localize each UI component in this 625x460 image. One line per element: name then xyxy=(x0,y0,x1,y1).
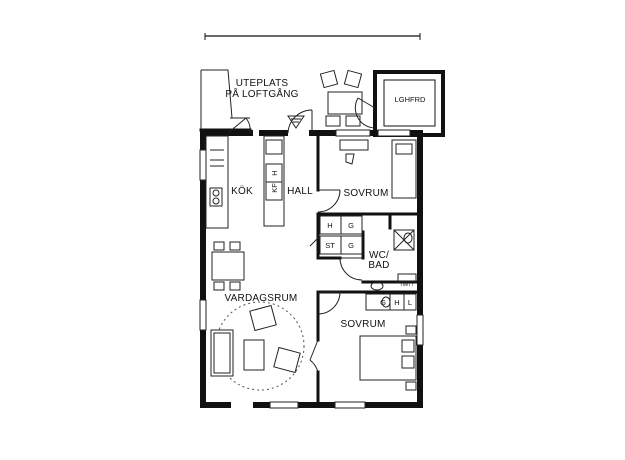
entrance-door xyxy=(227,117,251,134)
closet-st-label: ST xyxy=(325,241,335,250)
uteplats-label: UTEPLATS xyxy=(236,78,289,89)
closet-h-label: H xyxy=(327,221,332,230)
patio-furniture xyxy=(319,69,363,127)
closet-g2-label: G xyxy=(348,241,354,250)
sovrum-bottom-label: SOVRUM xyxy=(340,319,385,330)
walkway-door xyxy=(287,109,313,134)
sovrum-top-label: SOVRUM xyxy=(343,188,388,199)
interior-doors xyxy=(309,189,363,373)
bad-label: BAD xyxy=(368,260,389,271)
dining-set xyxy=(211,241,245,291)
tm-tt-label: TM/TT xyxy=(400,282,415,288)
h-hall-label: H xyxy=(270,170,279,175)
living-room-furniture xyxy=(210,301,305,391)
hall-closets xyxy=(309,215,363,255)
windows xyxy=(199,129,424,409)
drain-grate xyxy=(287,115,305,129)
kok-label: KÖK xyxy=(231,185,253,197)
loftgang-label: PÅ LOFTGÅNG xyxy=(225,87,298,100)
lghfrd-label: LGHFRD xyxy=(395,95,426,104)
vardagsrum-label: VARDAGSRUM xyxy=(225,293,298,304)
wardrobe-g-label: G xyxy=(380,298,386,307)
kf-label: KF xyxy=(270,183,279,193)
kitchen-counter xyxy=(205,135,229,229)
hall-fridge-cabinet xyxy=(263,135,285,227)
wc-label: WC/ xyxy=(369,250,389,261)
bottom-bedroom-furniture xyxy=(359,325,417,391)
wardrobe-l-label: L xyxy=(408,298,412,307)
closet-g1-label: G xyxy=(348,221,354,230)
top-bedroom-furniture xyxy=(339,139,417,199)
wardrobe-h-label: H xyxy=(394,298,399,307)
bathroom-fixtures xyxy=(370,229,417,308)
hall-label: HALL xyxy=(287,186,313,197)
